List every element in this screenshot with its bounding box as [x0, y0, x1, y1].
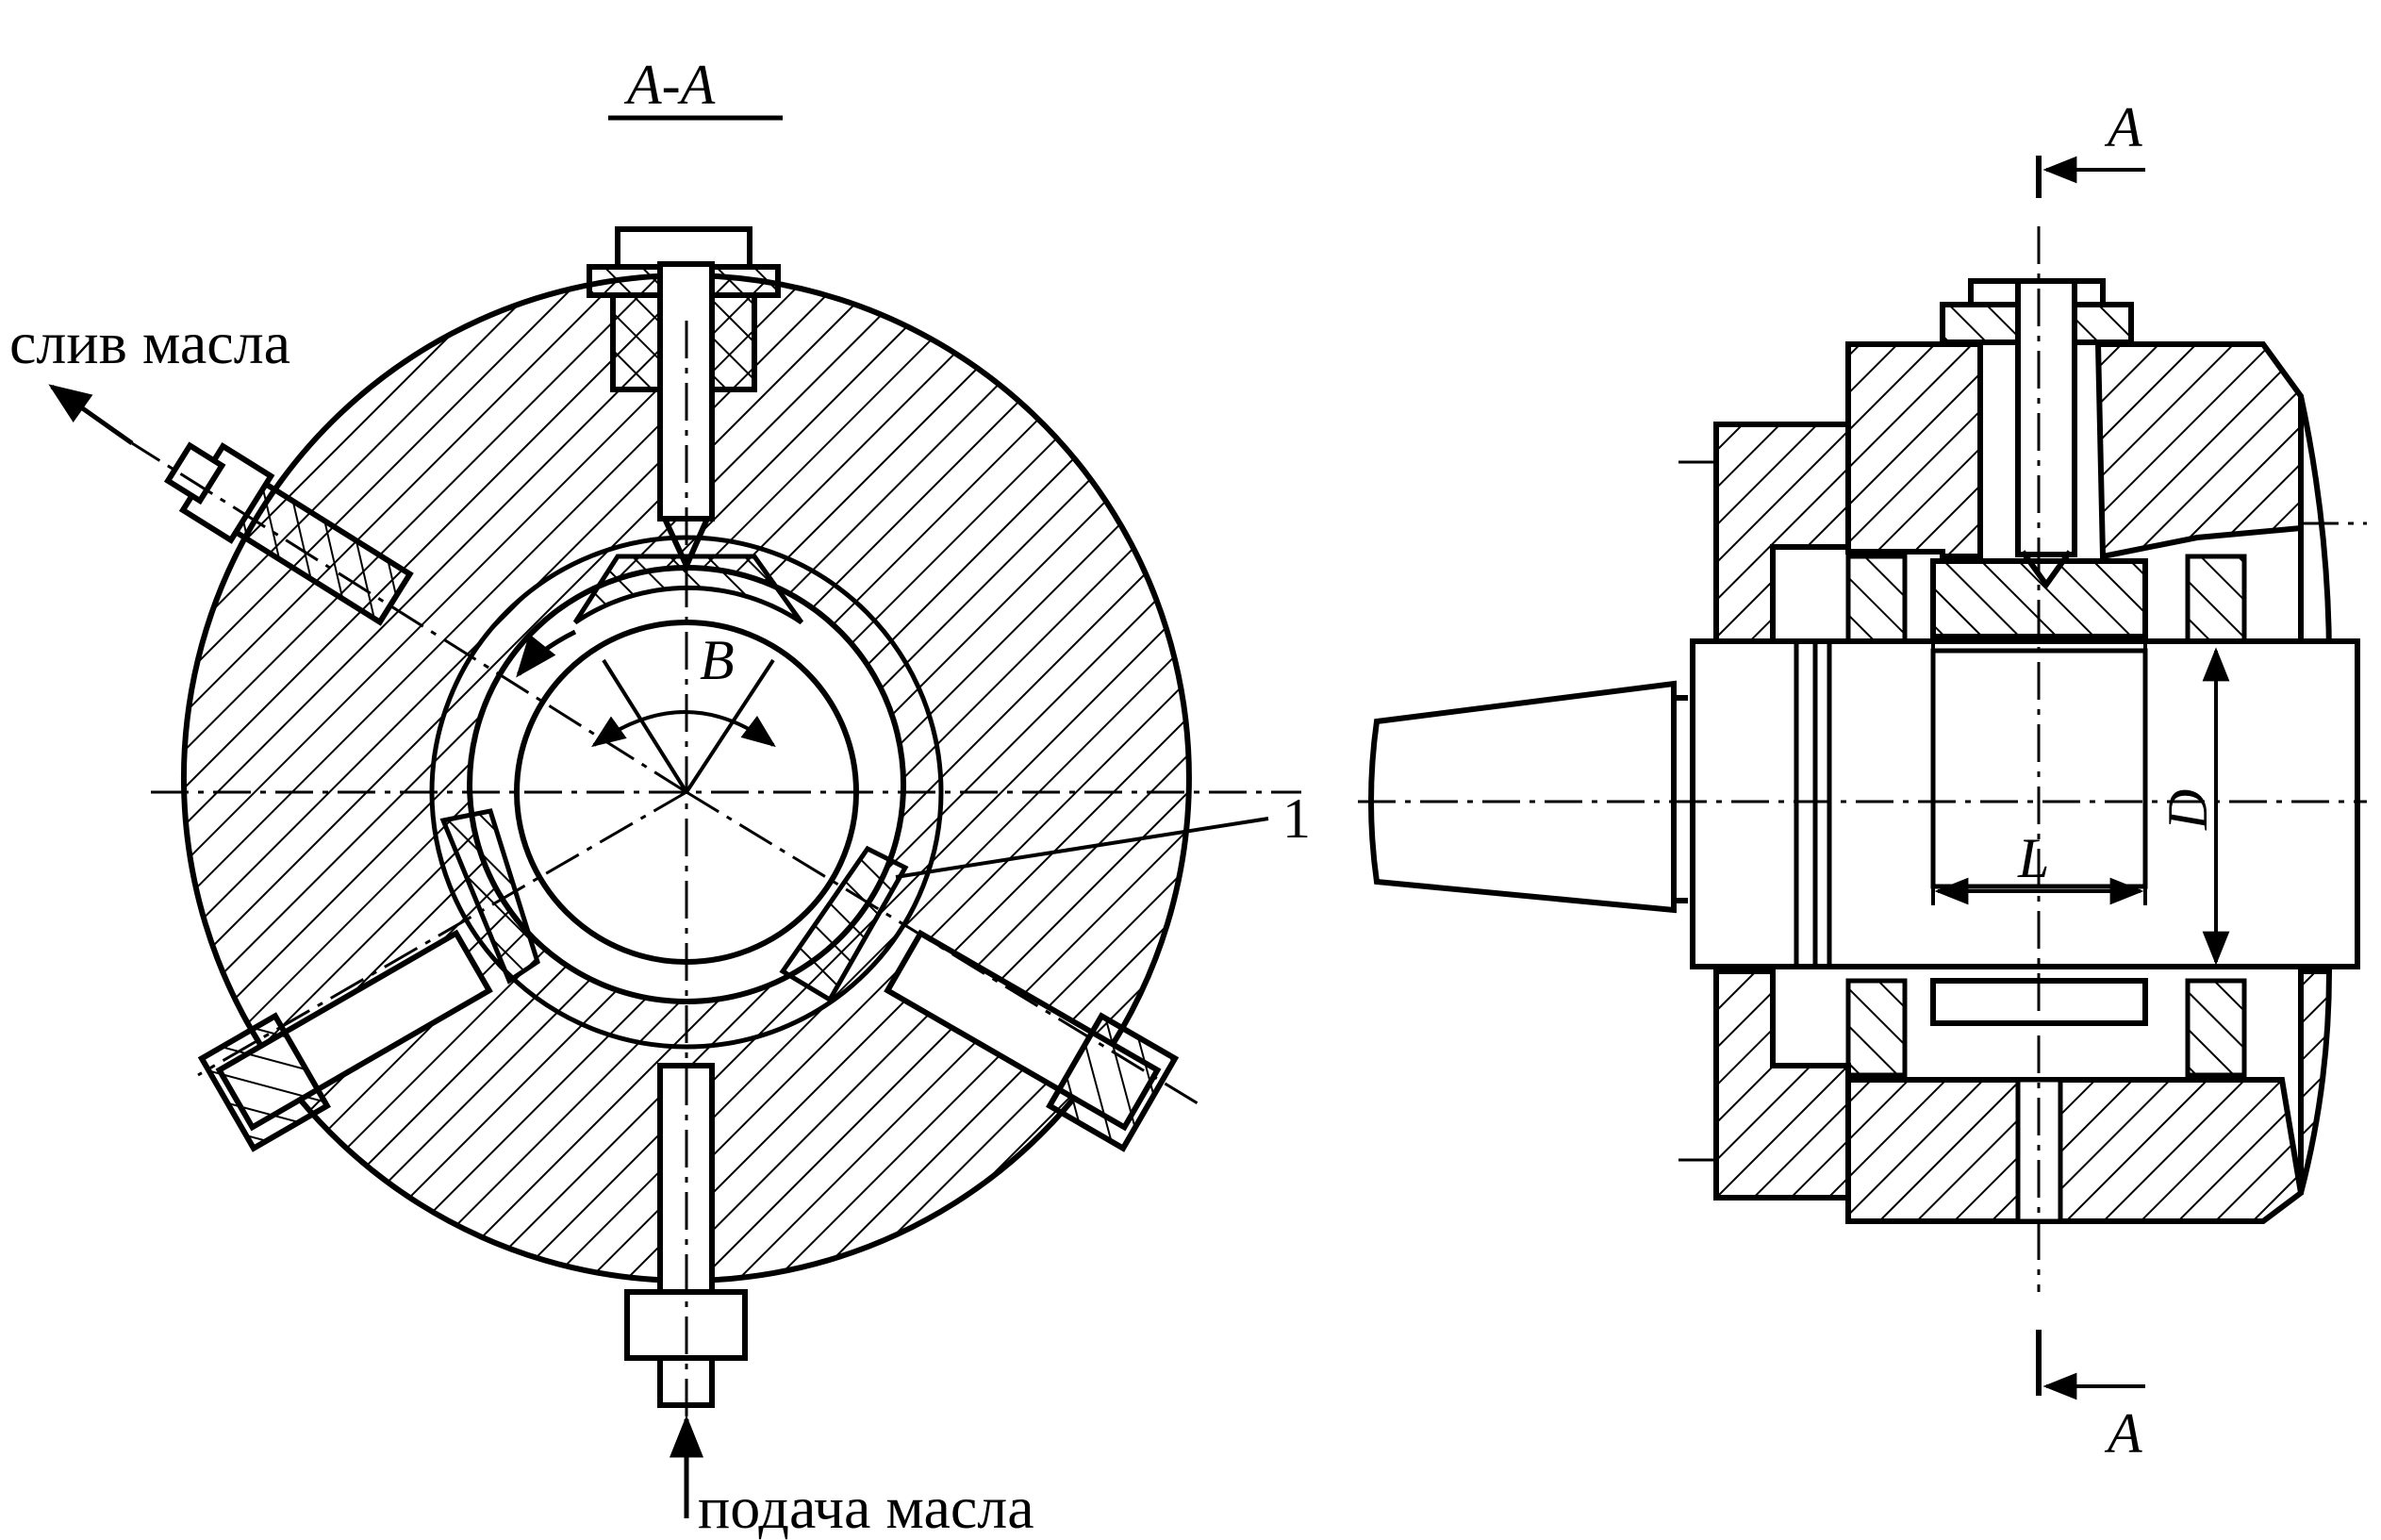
section-title: A-A: [623, 54, 716, 116]
drain-arrow: [48, 384, 134, 446]
rotation-arrow: [516, 629, 577, 678]
screw-lower-right: [884, 929, 1180, 1152]
screw-lower-left: [197, 929, 493, 1152]
section-mark-top: A: [2104, 96, 2142, 158]
shaft-taper: [1368, 680, 1677, 914]
housing-top-right: [2094, 341, 2304, 560]
housing-right-edge: [2298, 395, 2333, 663]
housing-top: [1845, 341, 1983, 559]
housing-bottom: [1845, 1077, 2305, 1224]
seal-left-bottom: [1845, 978, 1908, 1078]
longitudinal-view: [1358, 156, 2367, 1400]
angle-label: B: [700, 629, 735, 691]
oil-supply-label: подача масла: [698, 1474, 1034, 1540]
drain-fitting: [163, 441, 414, 626]
diameter-label: D: [2157, 789, 2219, 831]
seal-right-bottom: [2185, 978, 2247, 1078]
seal-right-top: [2185, 554, 2247, 644]
section-view-aa: [48, 115, 1301, 1518]
oil-drain-label: слив масла: [9, 309, 290, 376]
pad-top: [572, 554, 804, 625]
length-label: L: [2017, 827, 2049, 889]
section-mark-bottom: A: [2104, 1402, 2142, 1465]
pad-lower-left: [439, 808, 540, 985]
callout-leader: [895, 817, 1269, 879]
housing-left-bottom: [1713, 969, 1851, 1201]
pad-lower-right: [779, 845, 909, 1003]
callout-number: 1: [1282, 787, 1311, 850]
housing-left-top: [1713, 422, 1851, 644]
seal-left-top: [1845, 554, 1908, 644]
